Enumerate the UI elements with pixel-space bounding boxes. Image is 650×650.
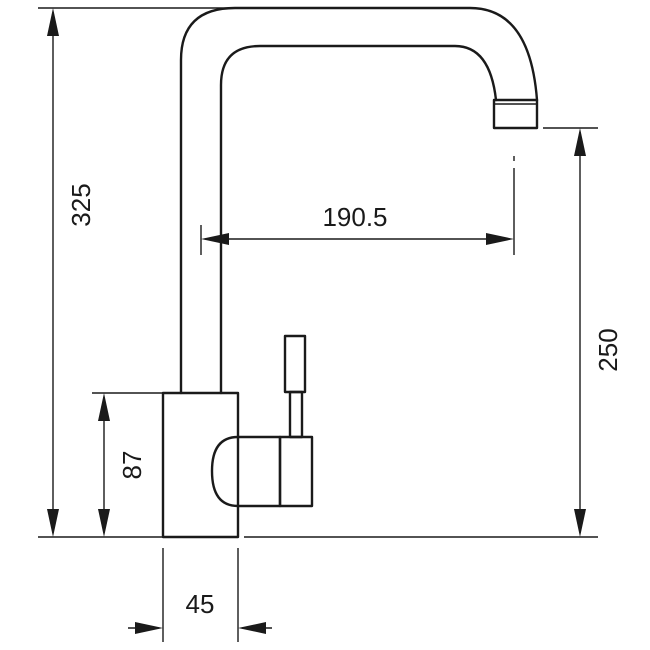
body-width-label: 45 bbox=[186, 589, 215, 619]
spout-height-arrow-top bbox=[574, 128, 586, 156]
spout-inner-outline bbox=[219, 44, 498, 395]
lever-housing bbox=[278, 435, 314, 508]
spout-reach-label: 190.5 bbox=[322, 202, 387, 232]
spout-height-arrow-bottom bbox=[574, 509, 586, 537]
lever-cap bbox=[210, 435, 282, 508]
spout-reach-arrow-left bbox=[201, 233, 229, 245]
body-height-arrow-bottom bbox=[98, 509, 110, 537]
body-width-dimension: 45 bbox=[128, 548, 272, 642]
lever-handle bbox=[283, 334, 307, 394]
body-height-label: 87 bbox=[117, 451, 147, 480]
overall-height-label: 325 bbox=[66, 183, 96, 226]
faucet-body bbox=[161, 391, 240, 539]
body-width-arrow-right bbox=[238, 622, 266, 634]
spout-height-label: 250 bbox=[593, 328, 623, 371]
body-width-arrow-left bbox=[135, 622, 163, 634]
faucet bbox=[161, 6, 539, 539]
body-height-dimension: 87 bbox=[92, 392, 163, 537]
overall-height-arrow-top bbox=[47, 8, 59, 36]
overall-height-dimension: 325 bbox=[38, 7, 250, 538]
spout-height-dimension: 250 bbox=[244, 127, 623, 538]
spout-reach-dimension: 190.5 bbox=[200, 156, 515, 255]
body-height-arrow-top bbox=[98, 393, 110, 421]
spout-nozzle bbox=[492, 98, 539, 130]
lever-stem bbox=[288, 390, 304, 439]
spout-reach-arrow-right bbox=[486, 233, 514, 245]
overall-height-arrow-bottom bbox=[47, 509, 59, 537]
spout-outer-outline bbox=[179, 6, 539, 395]
